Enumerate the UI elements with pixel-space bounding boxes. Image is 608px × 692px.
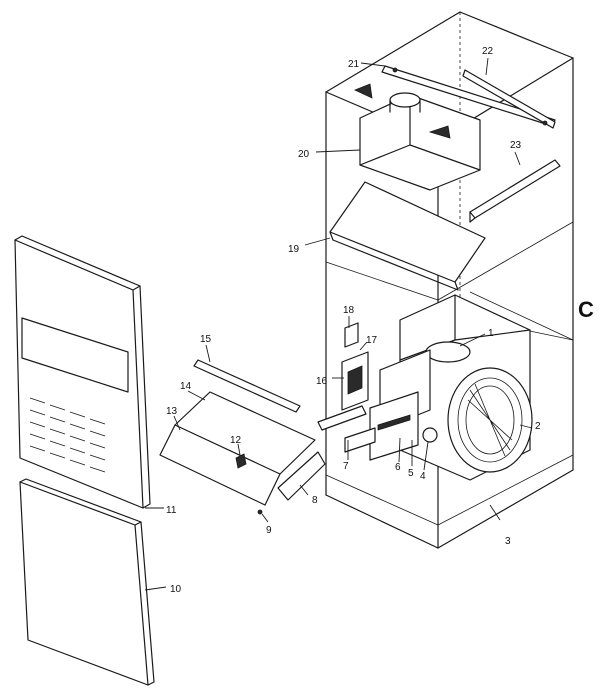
- lower-access-door: [19, 478, 155, 686]
- callout-22: 22: [482, 46, 494, 57]
- heat-exchanger: [353, 83, 481, 191]
- callout-23: 23: [510, 140, 522, 151]
- callout-8: 8: [312, 495, 318, 506]
- callout-17: 17: [366, 335, 378, 346]
- callout-15: 15: [200, 334, 212, 345]
- callout-13: 13: [166, 406, 178, 417]
- figure-letter: C: [578, 297, 594, 322]
- callout-7: 7: [343, 461, 349, 472]
- callout-16: 16: [316, 376, 328, 387]
- baffle-panel: [329, 181, 486, 291]
- callout-18: 18: [343, 305, 355, 316]
- side-bracket: [469, 159, 561, 223]
- control-box: [341, 322, 369, 411]
- callout-leaders: [144, 57, 533, 591]
- callout-1: 1: [488, 328, 494, 339]
- top-rails: [381, 65, 556, 129]
- callout-2: 2: [535, 421, 541, 432]
- louver-vents: [29, 397, 106, 473]
- callout-5: 5: [408, 468, 414, 479]
- callout-19: 19: [288, 244, 300, 255]
- callout-labels: 1 2 3 4 5 6 7 8 9 10 11 12 13 14 15 16 1…: [166, 46, 594, 595]
- callout-6: 6: [395, 462, 401, 473]
- furnace-cabinet: [325, 11, 574, 549]
- lower-bracket: [317, 405, 376, 453]
- callout-10: 10: [170, 584, 182, 595]
- upper-access-door: [14, 235, 151, 509]
- callout-20: 20: [298, 149, 310, 160]
- callout-3: 3: [505, 536, 511, 547]
- callout-21: 21: [348, 59, 360, 70]
- callout-9: 9: [266, 525, 272, 536]
- motor-and-controls: [369, 349, 438, 461]
- filter-rack: [159, 359, 326, 515]
- callout-14: 14: [180, 381, 192, 392]
- callout-11: 11: [166, 505, 177, 516]
- callout-12: 12: [230, 435, 242, 446]
- callout-4: 4: [420, 471, 426, 482]
